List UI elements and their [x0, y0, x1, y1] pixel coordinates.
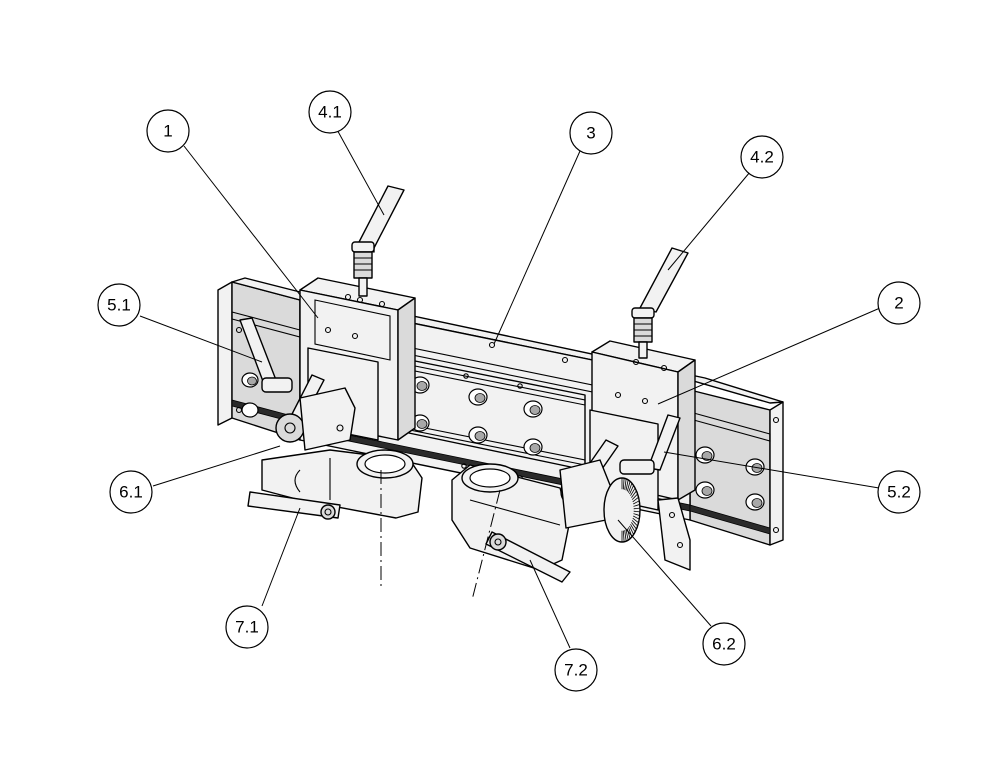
- dial-tick: [632, 497, 639, 503]
- svg-text:5.2: 5.2: [887, 483, 911, 502]
- dial-tick: [632, 517, 639, 523]
- svg-text:5.1: 5.1: [107, 296, 131, 315]
- dial-tick: [629, 485, 634, 495]
- svg-text:7.2: 7.2: [564, 661, 588, 680]
- lever-5-2: [619, 414, 681, 475]
- svg-text:1: 1: [163, 122, 172, 141]
- lever-handle-4-1: [351, 185, 405, 297]
- dial-tick: [628, 483, 633, 493]
- callout-5-1: 5.1: [97, 283, 141, 327]
- dial-tick: [631, 493, 638, 500]
- callout-6-2: 6.2: [702, 622, 746, 666]
- svg-text:4.2: 4.2: [750, 148, 774, 167]
- svg-text:7.1: 7.1: [235, 618, 259, 637]
- right-swivel-clamp: [451, 439, 641, 583]
- svg-text:6.1: 6.1: [119, 483, 143, 502]
- dial-tick: [631, 520, 638, 527]
- callout-7-1: 7.1: [225, 605, 269, 649]
- dial-tick: [622, 530, 625, 542]
- dial-tick: [625, 479, 629, 491]
- dial-tick: [633, 510, 641, 513]
- dial-tick: [633, 507, 641, 510]
- leader-lines: [139, 125, 881, 649]
- dial-tick: [626, 481, 631, 492]
- dial-tick: [622, 478, 625, 490]
- dial-tick: [625, 529, 629, 541]
- callout-1: 1: [146, 109, 190, 153]
- lever-5-1: [239, 317, 293, 393]
- callout-4-1: 4.1: [308, 90, 352, 134]
- callout-5-2: 5.2: [877, 470, 921, 514]
- dial-tick: [624, 478, 627, 490]
- callout-7-2: 7.2: [554, 648, 598, 692]
- dial-tick: [631, 522, 637, 530]
- callout-2: 2: [877, 281, 921, 325]
- dial-tick: [630, 524, 636, 533]
- dial-tick: [633, 513, 640, 516]
- dial-tick: [629, 525, 634, 535]
- center-axes: [380, 470, 501, 601]
- dial-tick: [631, 490, 637, 498]
- callout-6-1: 6.1: [109, 470, 153, 514]
- left-swivel-clamp: [247, 374, 423, 520]
- svg-text:2: 2: [894, 294, 903, 313]
- dial-tick: [633, 504, 640, 507]
- dial-tick: [633, 500, 640, 505]
- right-carriage: [589, 340, 696, 571]
- lever-handle-4-2: [631, 247, 689, 359]
- dial-tick: [624, 530, 627, 542]
- callout-3: 3: [569, 111, 613, 155]
- svg-text:4.1: 4.1: [318, 103, 342, 122]
- svg-text:3: 3: [586, 124, 595, 143]
- callout-4-2: 4.2: [740, 135, 784, 179]
- dial-tick: [630, 487, 636, 496]
- dial-tick: [626, 528, 631, 539]
- dial-tick: [633, 515, 640, 520]
- svg-text:6.2: 6.2: [712, 635, 736, 654]
